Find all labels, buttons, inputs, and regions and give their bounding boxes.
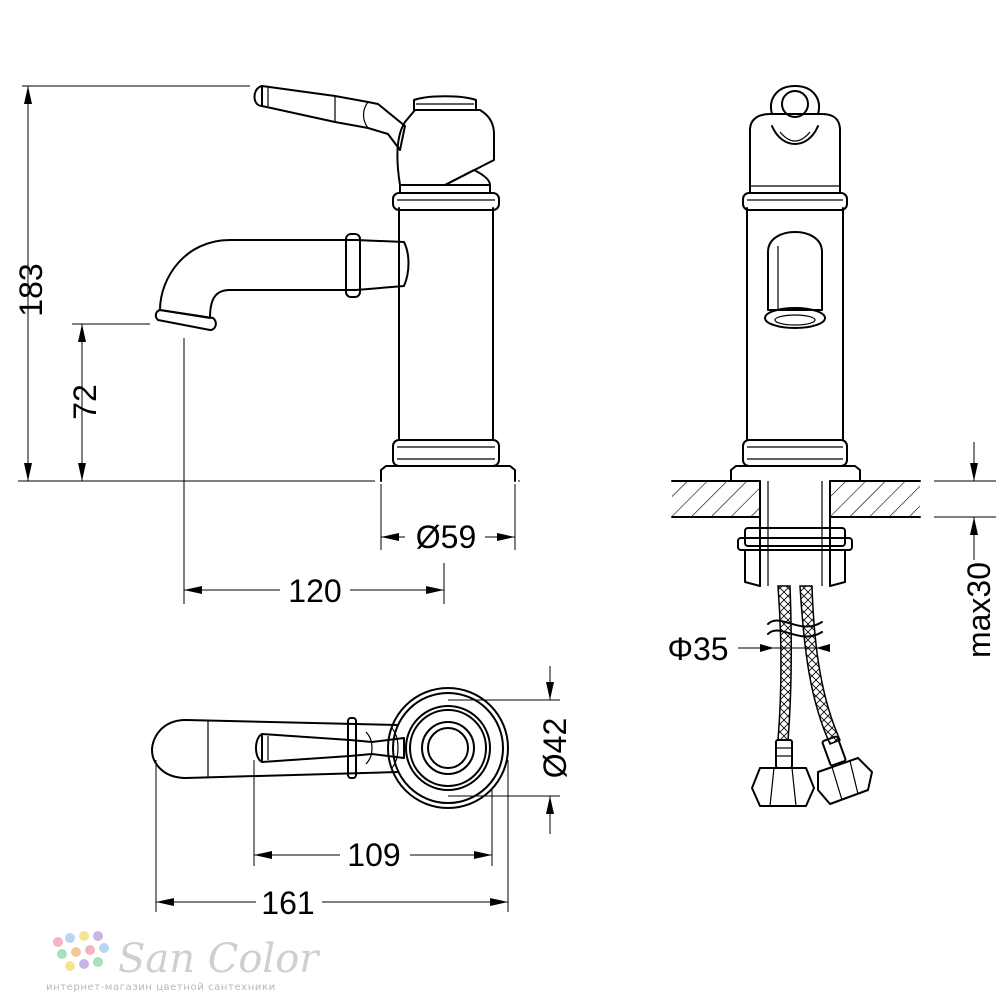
side-upper-ring [392, 192, 500, 211]
logo-dot [65, 961, 75, 971]
front-body [746, 207, 844, 441]
dim-shank-diameter: Φ35 [667, 631, 728, 667]
dim-total-length: 161 [261, 885, 314, 921]
dim-spout-reach: 120 [288, 573, 341, 609]
top-view [151, 687, 509, 809]
logo-dot [85, 945, 95, 955]
dim-spout-height: 72 [67, 384, 103, 420]
logo-dot [99, 943, 109, 953]
logo-dots [53, 931, 109, 971]
side-lower-ring [392, 439, 500, 467]
logo-dot [71, 947, 81, 957]
front-base [730, 465, 861, 482]
top-spout [151, 719, 187, 779]
front-spout [767, 231, 823, 311]
front-handle-knob [770, 85, 820, 115]
logo-dot [65, 933, 75, 943]
top-handle [261, 733, 405, 763]
logo-tagline: интернет-магазин цветной сантехники [46, 982, 276, 993]
logo-dot [53, 937, 63, 947]
logo: San Color интернет-магазин цветной санте… [46, 931, 321, 993]
dim-base-diameter: Ø59 [416, 519, 476, 555]
logo-dot [79, 931, 89, 941]
dim-handle-length: 109 [347, 837, 400, 873]
front-shank [759, 480, 831, 587]
fitting-nut-right [817, 757, 873, 805]
front-dimensions [738, 442, 996, 652]
top-cap [427, 727, 469, 769]
dim-top-diameter: Ø42 [537, 718, 573, 778]
logo-dot [79, 959, 89, 969]
front-aerator [764, 307, 826, 329]
side-cap [413, 95, 477, 111]
fitting-nut-left [751, 767, 815, 807]
logo-dot [93, 931, 103, 941]
logo-dot [57, 949, 67, 959]
hose-right [799, 585, 842, 745]
side-cartridge [396, 109, 495, 186]
dim-height-total: 183 [13, 263, 49, 316]
top-dimensions [155, 666, 560, 912]
logo-name: San Color [118, 936, 321, 982]
hose-left [777, 585, 793, 741]
side-spout-ring [345, 233, 361, 298]
front-head [749, 113, 841, 194]
side-aerator [154, 309, 217, 331]
dim-max-deck: max30 [961, 562, 997, 658]
logo-dot [93, 957, 103, 967]
top-base-circle [387, 687, 509, 809]
side-handle [261, 85, 406, 151]
side-view [154, 85, 516, 482]
side-body [398, 207, 494, 441]
front-view [671, 85, 921, 807]
side-base [380, 465, 516, 482]
side-dimensions [18, 85, 520, 604]
side-spout [159, 239, 410, 319]
